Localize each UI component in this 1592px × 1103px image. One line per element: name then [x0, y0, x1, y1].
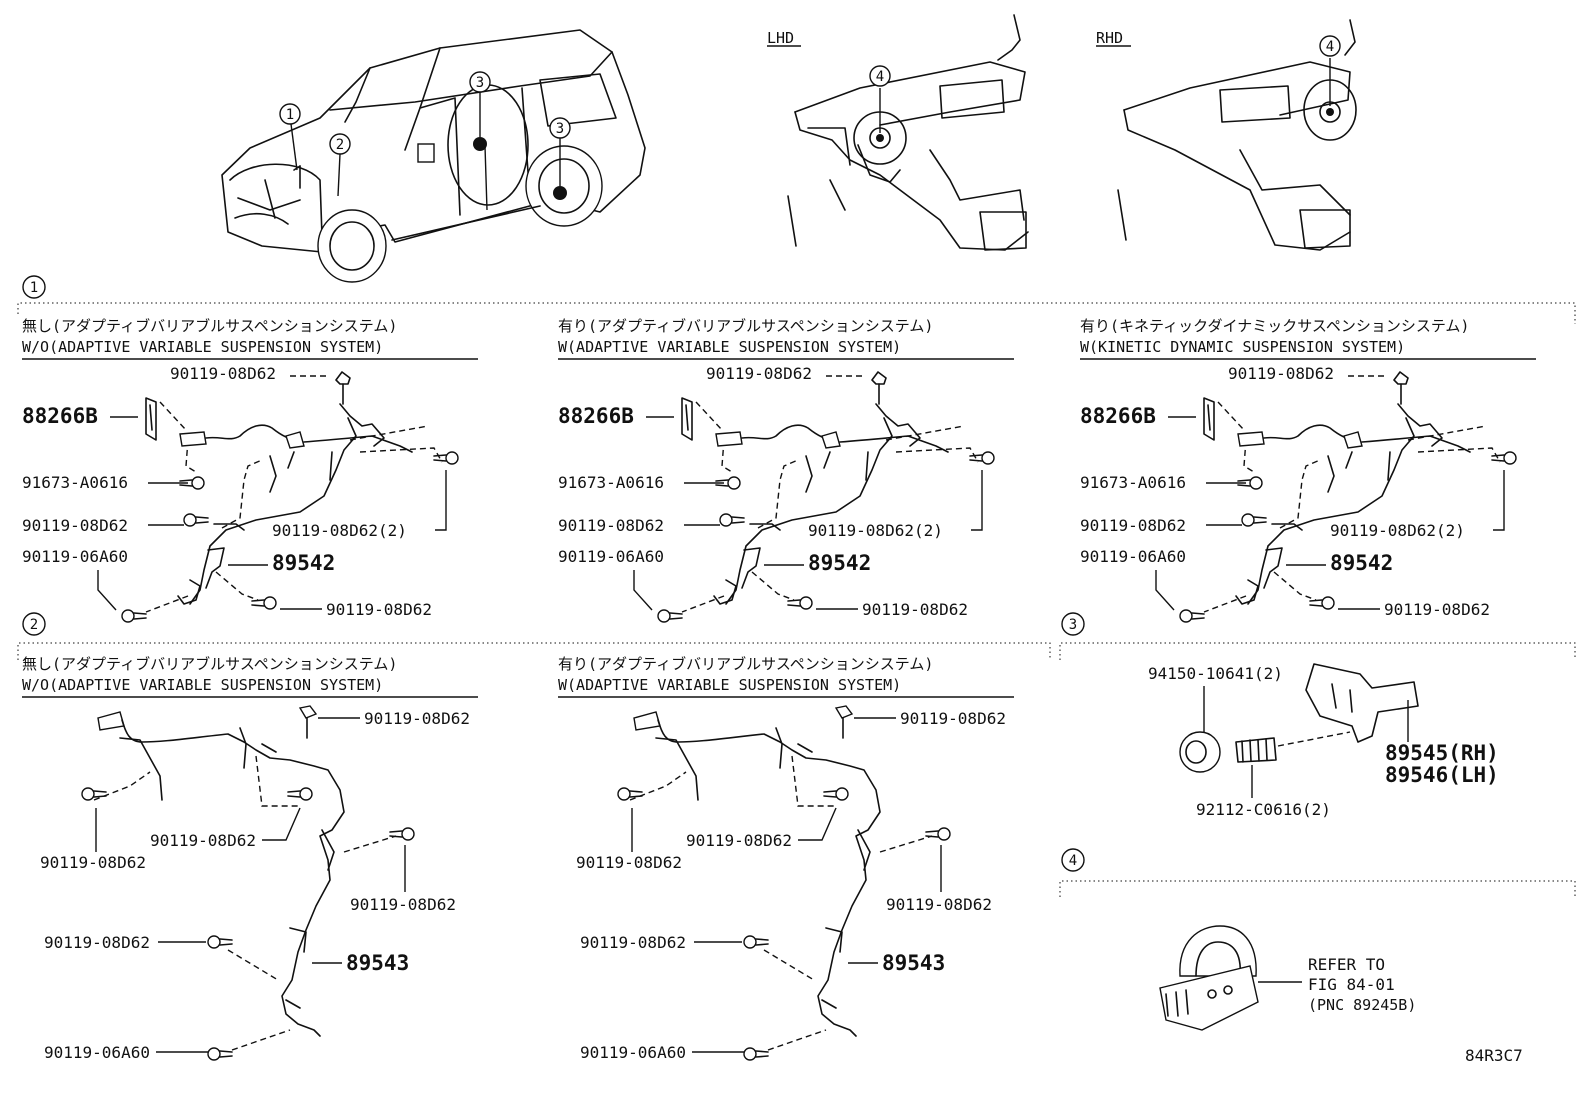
part-88266b: 88266B — [558, 404, 634, 428]
section-3-content: 94150-10641(2) 89545(RH) 89546(LH) 92112… — [1148, 663, 1499, 819]
part-90119-08d62-x2: 90119-08D62(2) — [272, 521, 407, 540]
panel-title-en: W/O(ADAPTIVE VARIABLE SUSPENSION SYSTEM) — [22, 676, 383, 694]
part-89542: 89542 — [1330, 551, 1393, 575]
panel-title-ja: 無し(アダプティブバリアブルサスペンションシステム) — [22, 317, 397, 335]
callout-1: 1 — [286, 107, 294, 123]
part-90119-08d62-left: 90119-08D62 — [558, 516, 664, 535]
part-90119-08d62-top: 90119-08D62 — [170, 364, 276, 383]
vehicle-illustration: 1 2 3 3 — [221, 29, 646, 283]
rhd-dashboard-illustration: RHD 4 — [1096, 19, 1357, 251]
part-90119-06a60: 90119-06A60 — [558, 547, 664, 566]
section-1-panel: 有り(キネティックダイナミックサスペンションシステム) W(KINETIC DYN… — [1080, 317, 1536, 623]
panel-title-en: W(KINETIC DYNAMIC SUSPENSION SYSTEM) — [1080, 338, 1405, 356]
part-90119-08d62-lower: 90119-08D62 — [44, 933, 150, 952]
section-1-panel: 無し(アダプティブバリアブルサスペンションシステム) W/O(ADAPTIVE V… — [22, 317, 478, 623]
lhd-label: LHD — [767, 29, 794, 47]
part-90119-08d62-bottom: 90119-08D62 — [326, 600, 432, 619]
part-91673-a0616: 91673-A0616 — [558, 473, 664, 492]
part-90119-08d62-top: 90119-08D62 — [364, 709, 470, 728]
part-90119-08d62-top: 90119-08D62 — [1228, 364, 1334, 383]
section-1-number: 1 — [30, 280, 38, 296]
part-89542: 89542 — [272, 551, 335, 575]
refer-to-line1: REFER TO — [1308, 955, 1385, 974]
part-91673-a0616: 91673-A0616 — [1080, 473, 1186, 492]
part-88266b: 88266B — [1080, 404, 1156, 428]
part-92112-c0616: 92112-C0616(2) — [1196, 800, 1331, 819]
part-90119-08d62-x2: 90119-08D62(2) — [808, 521, 943, 540]
section-4-number: 4 — [1069, 853, 1077, 869]
panel-title-ja: 有り(アダプティブバリアブルサスペンションシステム) — [558, 317, 933, 335]
part-90119-08d62-right: 90119-08D62 — [886, 895, 992, 914]
section-4: 4 — [1059, 848, 1576, 897]
callout-3-left: 3 — [476, 75, 484, 91]
part-94150-10641: 94150-10641(2) — [1148, 664, 1283, 683]
part-90119-08d62-left: 90119-08D62 — [40, 853, 146, 872]
part-90119-08d62-mid: 90119-08D62 — [150, 831, 256, 850]
section-2-panel: 有り(アダプティブバリアブルサスペンションシステム) W(ADAPTIVE VAR… — [558, 655, 1014, 1062]
section-2-number: 2 — [30, 617, 38, 633]
section-3: 3 — [1059, 612, 1576, 660]
part-89543: 89543 — [882, 951, 945, 975]
section-2-panel: 無し(アダプティブバリアブルサスペンションシステム) W/O(ADAPTIVE V… — [22, 655, 478, 1062]
part-89546-lh: 89546(LH) — [1385, 763, 1499, 787]
part-90119-06a60: 90119-06A60 — [22, 547, 128, 566]
section-4-content: REFER TO FIG 84-01 (PNC 89245B) — [1159, 925, 1416, 1031]
part-89543: 89543 — [346, 951, 409, 975]
part-91673-a0616: 91673-A0616 — [22, 473, 128, 492]
part-88266b: 88266B — [22, 404, 98, 428]
part-90119-08d62-left: 90119-08D62 — [1080, 516, 1186, 535]
part-90119-08d62-lower: 90119-08D62 — [580, 933, 686, 952]
part-89542: 89542 — [808, 551, 871, 575]
part-90119-08d62-bottom: 90119-08D62 — [862, 600, 968, 619]
part-90119-06a60: 90119-06A60 — [580, 1043, 686, 1062]
panel-title-en: W(ADAPTIVE VARIABLE SUSPENSION SYSTEM) — [558, 676, 901, 694]
lhd-dashboard-illustration: LHD 4 — [767, 14, 1029, 251]
callout-4-rhd: 4 — [1326, 39, 1334, 55]
rhd-label: RHD — [1096, 29, 1123, 47]
section-3-number: 3 — [1069, 617, 1077, 633]
panel-title-ja: 有り(アダプティブバリアブルサスペンションシステム) — [558, 655, 933, 673]
part-90119-06a60: 90119-06A60 — [1080, 547, 1186, 566]
callout-3-right: 3 — [556, 121, 564, 137]
callout-4-lhd: 4 — [876, 69, 884, 85]
part-90119-08d62-top: 90119-08D62 — [706, 364, 812, 383]
part-89545-rh: 89545(RH) — [1385, 741, 1499, 765]
part-90119-08d62-left: 90119-08D62 — [576, 853, 682, 872]
panel-title-en: W/O(ADAPTIVE VARIABLE SUSPENSION SYSTEM) — [22, 338, 383, 356]
callout-2: 2 — [336, 137, 344, 153]
part-90119-08d62-left: 90119-08D62 — [22, 516, 128, 535]
section-2: 2 — [17, 612, 1051, 660]
part-90119-06a60: 90119-06A60 — [44, 1043, 150, 1062]
part-90119-08d62-bottom: 90119-08D62 — [1384, 600, 1490, 619]
section-1: 1 — [17, 275, 1576, 324]
part-90119-08d62-right: 90119-08D62 — [350, 895, 456, 914]
part-90119-08d62-top: 90119-08D62 — [900, 709, 1006, 728]
part-90119-08d62-mid: 90119-08D62 — [686, 831, 792, 850]
panel-title-ja: 無し(アダプティブバリアブルサスペンションシステム) — [22, 655, 397, 673]
section-1-panel: 有り(アダプティブバリアブルサスペンションシステム) W(ADAPTIVE VAR… — [558, 317, 1014, 623]
refer-to-line2: FIG 84-01 — [1308, 975, 1395, 994]
panel-title-ja: 有り(キネティックダイナミックサスペンションシステム) — [1080, 317, 1469, 335]
refer-to-line3: (PNC 89245B) — [1308, 996, 1416, 1014]
panel-title-en: W(ADAPTIVE VARIABLE SUSPENSION SYSTEM) — [558, 338, 901, 356]
part-90119-08d62-x2: 90119-08D62(2) — [1330, 521, 1465, 540]
figure-code: 84R3C7 — [1465, 1046, 1523, 1065]
